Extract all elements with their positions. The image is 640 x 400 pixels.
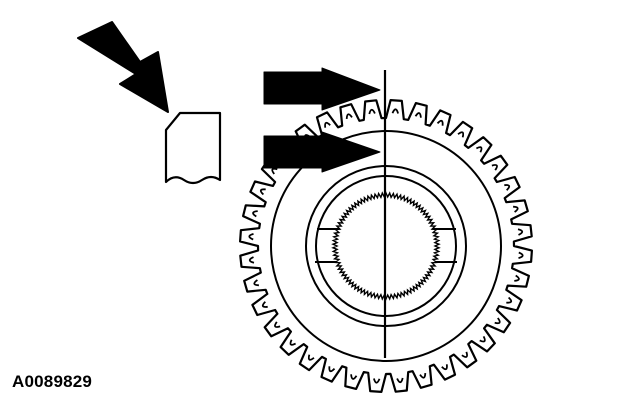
tooth-mark xyxy=(307,354,315,361)
tooth-mark xyxy=(373,378,381,384)
tooth-mark xyxy=(518,251,524,259)
tooth-mark xyxy=(345,113,353,119)
tooth-mark xyxy=(391,108,399,114)
gear-tooth-marks xyxy=(248,108,524,384)
tooth-mark xyxy=(479,335,486,343)
tooth-mark xyxy=(259,188,266,196)
tooth-mark xyxy=(274,321,281,328)
tooth-mark xyxy=(517,228,524,236)
tooth-mark xyxy=(514,274,520,282)
tooth-mark xyxy=(271,167,278,175)
tool-block xyxy=(164,111,222,185)
tooth-mark xyxy=(252,210,258,218)
tooth-mark xyxy=(248,256,255,264)
tooth-mark xyxy=(441,364,448,371)
tooth-mark xyxy=(513,205,519,213)
tooth-mark xyxy=(506,296,513,304)
figure-code: A0089829 xyxy=(12,372,93,391)
alignment-arrow-lower xyxy=(263,131,381,173)
tooth-mark xyxy=(494,317,501,325)
tooth-mark xyxy=(504,184,511,191)
tooth-mark xyxy=(253,279,259,287)
tooth-mark xyxy=(419,373,427,379)
tooth-mark xyxy=(248,233,254,241)
pointer-arrow-large xyxy=(77,21,169,113)
alignment-arrow-upper xyxy=(263,67,381,111)
tooth-mark xyxy=(491,164,498,171)
tooth-mark xyxy=(328,366,336,373)
tooth-mark xyxy=(457,131,465,138)
tooth-mark xyxy=(461,351,468,358)
tooth-mark xyxy=(368,108,376,115)
tooth-mark xyxy=(396,377,404,384)
tooth-mark xyxy=(261,301,268,308)
tooth-mark xyxy=(475,146,483,153)
tooth-mark xyxy=(324,121,331,128)
tooth-mark xyxy=(289,339,297,346)
tooth-mark xyxy=(414,112,422,118)
tooth-mark xyxy=(350,374,358,380)
tooth-mark xyxy=(436,119,444,126)
